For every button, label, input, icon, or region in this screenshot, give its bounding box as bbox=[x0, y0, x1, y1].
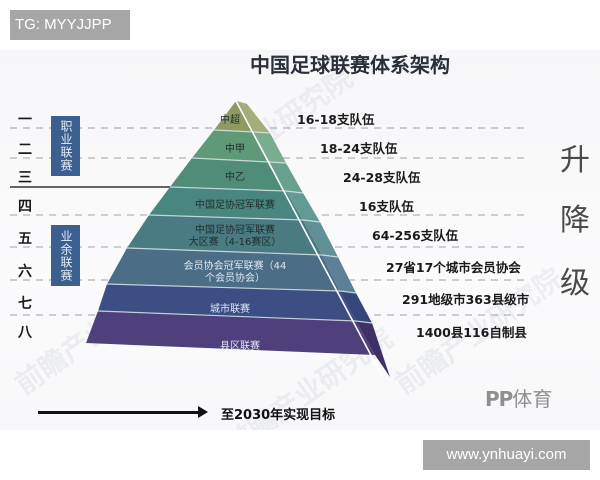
tier-name-line1: 会员协会冠军联赛（44 bbox=[183, 261, 287, 272]
tier-team-count: 24-28支队伍 bbox=[343, 170, 421, 185]
promotion-char: 升 bbox=[560, 143, 590, 178]
tier-name: 中超 bbox=[220, 115, 240, 126]
tier-team-count: 18-24支队伍 bbox=[320, 141, 398, 156]
tier-team-count: 16-18支队伍 bbox=[297, 112, 375, 127]
level-number: 五 bbox=[18, 231, 32, 247]
tier-name: 城市联赛 bbox=[210, 304, 250, 315]
brand-logo: PP体育 bbox=[485, 383, 552, 412]
arrow-right-icon bbox=[198, 406, 208, 418]
level-char: 级 bbox=[560, 266, 590, 301]
tier-name-line1: 中国足协冠军联赛 bbox=[195, 225, 275, 236]
tier-team-count: 291地级市363县级市 bbox=[402, 292, 530, 307]
pyramid-edge bbox=[235, 100, 383, 377]
brand-mark: PP bbox=[485, 387, 513, 411]
level-number: 七 bbox=[18, 296, 32, 312]
professional-league-box: 职业联赛 bbox=[51, 116, 80, 176]
tier-name: 中乙 bbox=[225, 172, 245, 183]
goal-text: 至2030年实现目标 bbox=[221, 408, 336, 423]
goal-arrow-line bbox=[38, 411, 200, 414]
pyramid-layers bbox=[86, 101, 390, 377]
tg-badge: TG: MYYJJPP bbox=[10, 10, 130, 40]
tier-team-count: 27省17个城市会员协会 bbox=[386, 260, 521, 275]
tier-name: 县区联赛 bbox=[220, 341, 260, 352]
tier-team-count: 1400县116自制县 bbox=[416, 325, 527, 340]
relegation-char: 降 bbox=[560, 203, 590, 238]
level-number: 六 bbox=[18, 264, 32, 280]
tier-name: 中甲 bbox=[225, 144, 245, 155]
tier-team-count: 64-256支队伍 bbox=[372, 228, 459, 243]
layer-separators bbox=[97, 129, 373, 324]
level-number: 三 bbox=[18, 170, 32, 186]
url-badge: www.ynhuayi.com bbox=[423, 440, 590, 470]
level-number: 一 bbox=[18, 112, 32, 128]
amateur-league-box: 业余联赛 bbox=[51, 225, 80, 286]
tier-name-line2: 大区赛（4-16赛区） bbox=[188, 237, 282, 248]
tier-team-count: 16支队伍 bbox=[359, 199, 414, 214]
level-number: 四 bbox=[18, 199, 32, 215]
tier-name: 中国足协冠军联赛 bbox=[195, 200, 275, 211]
level-number: 二 bbox=[18, 142, 32, 158]
brand-text: 体育 bbox=[512, 387, 553, 411]
tier-name-line2: 个会员协会） bbox=[205, 273, 265, 284]
diagram-title: 中国足球联赛体系架构 bbox=[250, 53, 450, 77]
level-number: 八 bbox=[18, 325, 32, 341]
